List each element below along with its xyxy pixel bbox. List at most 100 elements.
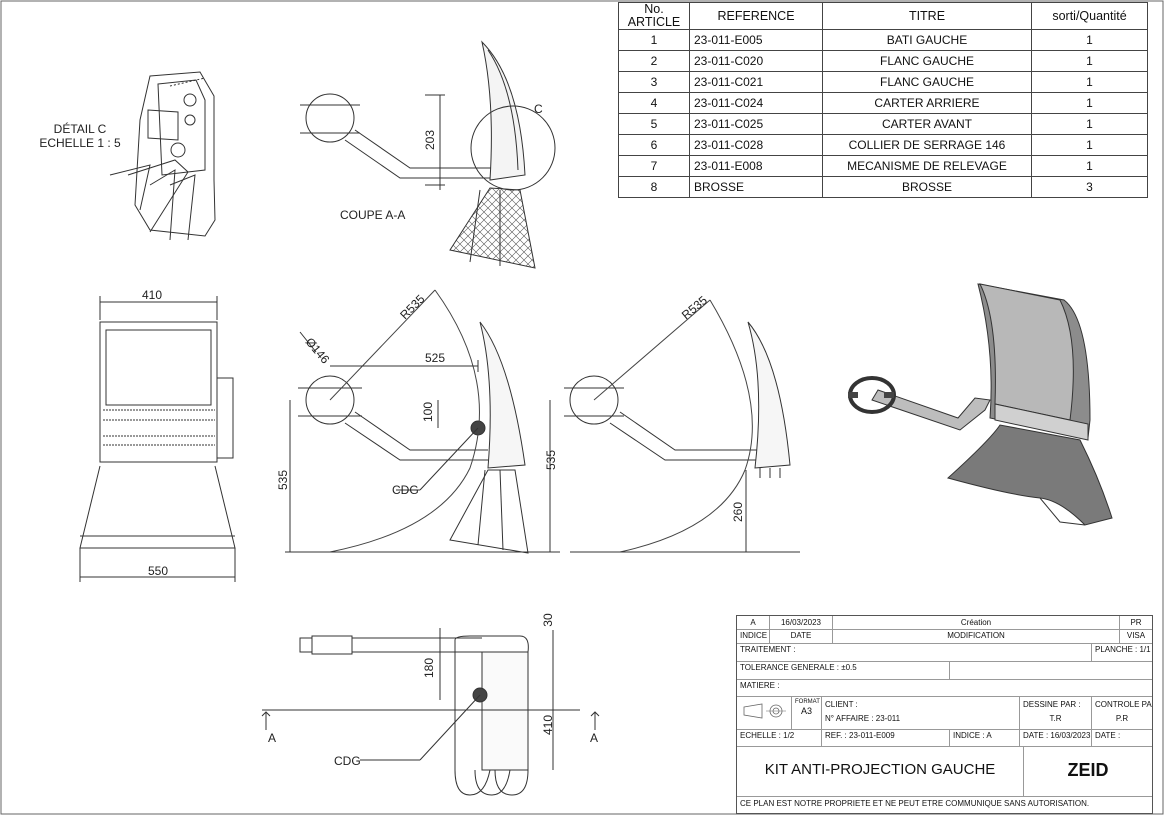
cell-ref: 23-011-E005	[689, 29, 823, 51]
confidentiality-notice: CE PLAN EST NOTRE PROPRIETE ET NE PEUT E…	[740, 799, 1090, 808]
dim-535-left: 535	[276, 470, 290, 490]
cell-qty: 1	[1031, 155, 1148, 177]
parts-list-header: No. ARTICLE REFERENCE TITRE sorti/Quanti…	[618, 2, 1148, 30]
treatment-row: TRAITEMENT : PLANCHE : 1/1	[737, 643, 1152, 662]
section-a-a-view: COUPE A-A 203 C	[300, 40, 556, 269]
drawing-title: KIT ANTI-PROJECTION GAUCHE	[737, 746, 1024, 796]
notice-row: CE PLAN EST NOTRE PROPRIETE ET NE PEUT E…	[737, 796, 1152, 812]
cell-ref: 23-011-C021	[689, 71, 823, 93]
col-title: TITRE	[822, 2, 1032, 30]
sheet-number: PLANCHE : 1/1	[1095, 645, 1151, 654]
cell-ref: 23-011-E008	[689, 155, 823, 177]
col-quantity: sorti/Quantité	[1031, 2, 1148, 30]
cell-ref: 23-011-C025	[689, 113, 823, 135]
cell-qty: 1	[1031, 50, 1148, 72]
cell-title: CARTER AVANT	[822, 113, 1032, 135]
indice-label: INDICE	[737, 629, 770, 643]
cell-ref: 23-011-C020	[689, 50, 823, 72]
detail-c-view: DÉTAIL C ECHELLE 1 : 5	[39, 71, 216, 241]
cell-no: 1	[618, 29, 690, 51]
title-row: KIT ANTI-PROJECTION GAUCHE ZEID	[737, 746, 1152, 797]
company-name: ZEID	[1067, 760, 1109, 780]
section-marker-left: A	[268, 731, 276, 745]
dim-203: 203	[423, 130, 437, 150]
side-view: R535 Ø146 525 100 535 535 CDG	[276, 289, 560, 554]
cell-no: 4	[618, 92, 690, 114]
col-reference: REFERENCE	[689, 2, 823, 30]
dim-r535-b: R535	[679, 293, 710, 322]
dim-260: 260	[731, 502, 745, 522]
cell-no: 3	[618, 71, 690, 93]
dim-535-mid: 535	[544, 450, 558, 470]
cell-no: 5	[618, 113, 690, 135]
detail-c-scale: ECHELLE 1 : 5	[39, 136, 121, 150]
date-label: DATE	[770, 629, 833, 643]
dim-410-top: 410	[142, 288, 162, 302]
drawn-by-box: DESSINE PAR : T.R	[1020, 696, 1092, 729]
cell-title: BROSSE	[822, 176, 1032, 198]
raised-side-view: R535 260	[564, 293, 800, 553]
material-row: MATIERE :	[737, 679, 1152, 697]
visa-label: VISA	[1126, 631, 1146, 640]
checked-by-box: CONTROLE PAR : P.R	[1092, 696, 1152, 729]
section-a-a-title: COUPE A-A	[340, 208, 405, 222]
parts-list-table: No. ARTICLE REFERENCE TITRE sorti/Quanti…	[618, 2, 1148, 198]
cell-title: FLANC GAUCHE	[822, 50, 1032, 72]
checked-by-label: CONTROLE PAR :	[1095, 700, 1152, 709]
detail-c-marker: C	[534, 102, 543, 116]
drawn-by-value: T.R	[1049, 714, 1062, 723]
table-row: 4 23-011-C024 CARTER ARRIERE 1	[618, 92, 1148, 114]
modification-label: MODIFICATION	[833, 629, 1120, 643]
table-row: 7 23-011-E008 MECANISME DE RELEVAGE 1	[618, 155, 1148, 177]
revision-author: PR	[1130, 618, 1142, 627]
detail-c-title: DÉTAIL C	[54, 121, 107, 136]
tolerance-row: TOLERANCE GENERALE : ±0.5	[737, 661, 1152, 680]
revision-date: 16/03/2023	[770, 616, 833, 629]
table-row: 2 23-011-C020 FLANC GAUCHE 1	[618, 50, 1148, 72]
isometric-view	[848, 283, 1113, 526]
dim-r535-a: R535	[397, 292, 427, 322]
dim-180: 180	[422, 658, 436, 678]
revision-row: A 16/03/2023 Création PR	[737, 616, 1152, 630]
cell-title: BATI GAUCHE	[822, 29, 1032, 51]
table-row: 3 23-011-C021 FLANC GAUCHE 1	[618, 71, 1148, 93]
table-row: 6 23-011-C028 COLLIER DE SERRAGE 146 1	[618, 134, 1148, 156]
cell-title: CARTER ARRIERE	[822, 92, 1032, 114]
cell-qty: 1	[1031, 71, 1148, 93]
table-row: 1 23-011-E005 BATI GAUCHE 1	[618, 29, 1148, 51]
revision-description: Création	[833, 616, 1120, 629]
plan-view: 30 180 410 CDG A A	[261, 613, 600, 796]
cell-qty: 1	[1031, 113, 1148, 135]
general-tolerance: TOLERANCE GENERALE : ±0.5	[737, 661, 950, 679]
material-label: MATIERE :	[740, 681, 780, 690]
revision-header-row: INDICE DATE MODIFICATION VISA	[737, 629, 1152, 644]
dim-30: 30	[541, 613, 555, 627]
dim-410-plan: 410	[541, 715, 555, 735]
drawn-by-label: DESSINE PAR :	[1023, 700, 1081, 709]
title-block: A 16/03/2023 Création PR INDICE DATE MOD…	[736, 615, 1153, 814]
dim-100: 100	[421, 402, 435, 422]
section-marker-right: A	[590, 731, 598, 745]
drawing-reference: REF. : 23-011-E009	[822, 729, 950, 746]
cell-no: 8	[618, 176, 690, 198]
cell-ref: 23-011-C024	[689, 92, 823, 114]
format-box: FORMAT A3	[792, 696, 822, 729]
table-row: 8 BROSSE BROSSE 3	[618, 176, 1148, 198]
table-row: 5 23-011-C025 CARTER AVANT 1	[618, 113, 1148, 135]
client-row: FORMAT A3 CLIENT : N° AFFAIRE : 23-011 D…	[737, 696, 1152, 730]
checked-by-value: P.R	[1115, 714, 1129, 723]
projection-symbol	[737, 696, 792, 729]
reference-row: ECHELLE : 1/2 REF. : 23-011-E009 INDICE …	[737, 729, 1152, 747]
drawing-scale: ECHELLE : 1/2	[737, 729, 822, 746]
cell-no: 2	[618, 50, 690, 72]
drawing-date: DATE : 16/03/2023	[1020, 729, 1092, 746]
cell-no: 7	[618, 155, 690, 177]
traitement-label: TRAITEMENT :	[737, 643, 1092, 661]
format-value: A3	[800, 706, 812, 716]
cell-title: FLANC GAUCHE	[822, 71, 1032, 93]
check-date: DATE :	[1095, 731, 1121, 740]
cell-no: 6	[618, 134, 690, 156]
cell-title: COLLIER DE SERRAGE 146	[822, 134, 1032, 156]
job-number: N° AFFAIRE : 23-011	[825, 714, 901, 723]
